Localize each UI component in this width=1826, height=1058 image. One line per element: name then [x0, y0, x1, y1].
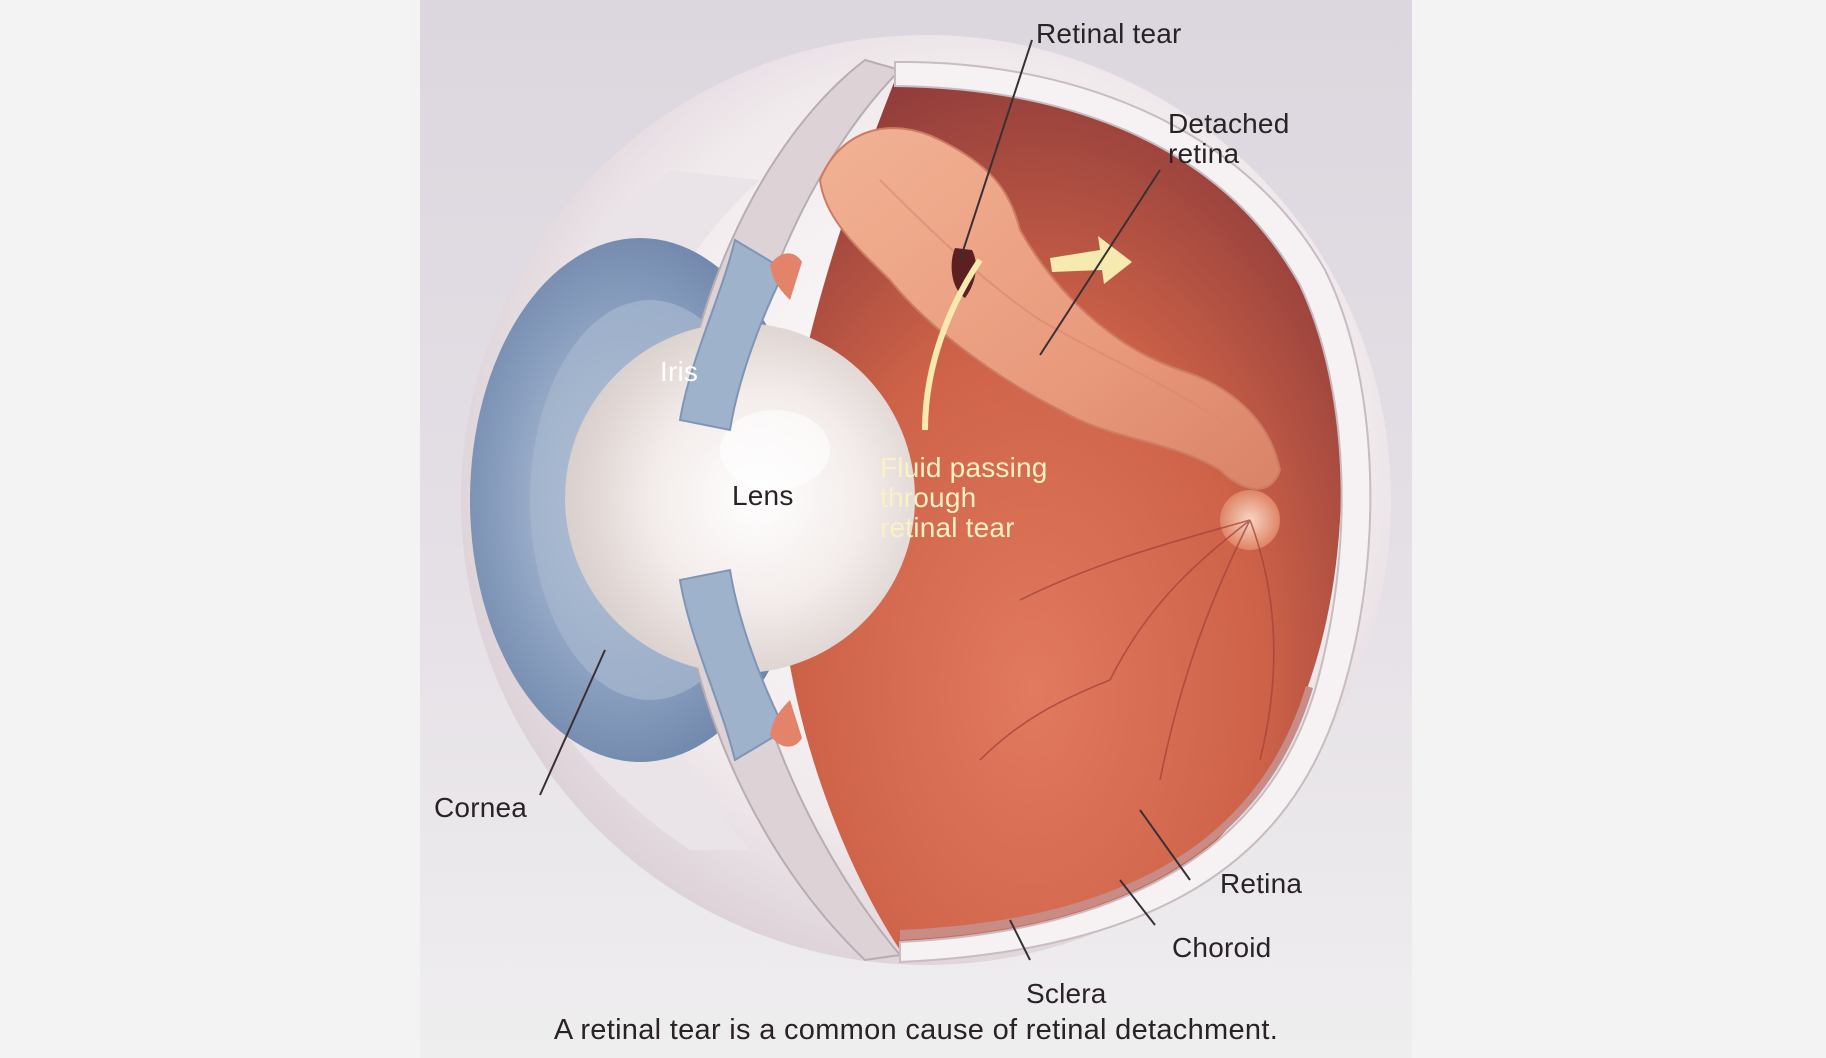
ciliary-bottom [770, 700, 802, 747]
label-detached-retina-2: retina [1168, 138, 1240, 169]
sclera-band [894, 60, 1372, 964]
ciliary-top [770, 253, 802, 300]
lens-highlight [720, 410, 830, 490]
detachment-arrow [1050, 236, 1132, 284]
label-choroid: Choroid [1172, 932, 1272, 963]
label-fluid-2: through [880, 482, 977, 513]
label-fluid-3: retinal tear [880, 512, 1015, 543]
blood-vessels [979, 519, 1275, 781]
eye-cross-section-diagram [461, 35, 1391, 965]
retina-fold [879, 179, 1221, 421]
fluid-arrow [922, 258, 983, 431]
iris-section-top [678, 238, 787, 432]
lens-body [565, 323, 915, 673]
label-iris: Iris [660, 356, 699, 387]
label-fluid-1: Fluid passing [880, 452, 1048, 483]
label-cornea: Cornea [434, 792, 528, 823]
label-retinal-tear: Retinal tear [1036, 18, 1182, 49]
label-lens: Lens [732, 480, 794, 511]
leader-lines [539, 39, 1191, 961]
label-sclera: Sclera [1026, 978, 1107, 1009]
retinal-tear [951, 248, 976, 298]
figure-caption: A retinal tear is a common cause of reti… [553, 1014, 1279, 1046]
figure: Retinal tear Detached retina Iris Lens F… [420, 0, 1412, 1058]
label-retina: Retina [1220, 868, 1303, 899]
detached-retina [818, 127, 1282, 490]
label-detached-retina-1: Detached [1168, 108, 1290, 139]
